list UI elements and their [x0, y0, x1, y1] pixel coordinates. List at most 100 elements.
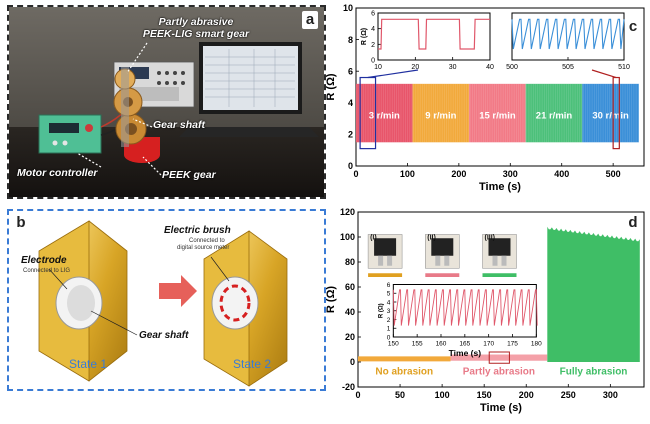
panel-letter: a: [302, 11, 318, 29]
roman-label: (III): [484, 235, 495, 242]
photo-shaft: [378, 255, 384, 266]
y-tick-label: 0: [387, 334, 391, 341]
speed-label-3: 15 r/min: [479, 111, 516, 122]
x-axis-label: Time (s): [480, 402, 522, 414]
y-tick-label: 80: [345, 257, 355, 267]
state1-gear: [38, 220, 128, 382]
panel-letter: d: [625, 214, 641, 232]
x-tick-label: 165: [459, 341, 470, 348]
x-tick-label: 40: [486, 64, 494, 71]
label-brush-sub-1: Connected to: [189, 238, 225, 244]
photo-shaft: [387, 255, 393, 266]
x-tick-label: 250: [561, 390, 576, 400]
x-tick-label: 100: [400, 169, 415, 179]
label-brush-sub-2: digital source meter: [177, 245, 230, 251]
y-tick-label: 4: [348, 98, 353, 108]
y-tick-label: 4: [387, 299, 391, 306]
roman-label: (II): [427, 235, 436, 242]
x-tick-label: 50: [395, 390, 405, 400]
x-tick-label: 505: [562, 64, 574, 71]
x-tick-label: 150: [388, 341, 399, 348]
y-tick-label: 2: [371, 42, 375, 49]
y-tick-label: 0: [371, 57, 375, 64]
y-tick-label: 5: [387, 291, 391, 298]
speed-label-4: 21 r/min: [536, 111, 573, 122]
y-tick-label: 6: [348, 66, 353, 76]
schematic: [38, 220, 288, 387]
speed-label-2: 9 r/min: [425, 111, 456, 122]
x-tick-label: 170: [483, 341, 494, 348]
speed-label-5: 30 r/min: [592, 111, 629, 122]
y-tick-label: 100: [340, 232, 355, 242]
photo-shaft: [444, 255, 450, 266]
inset-bg: [378, 13, 490, 60]
y-axis-label: R (Ω): [326, 73, 337, 100]
gear-title: Partly abrasive PEEK-LIG smart gear: [121, 16, 271, 40]
x-axis-label: Time (s): [479, 181, 521, 193]
laptop: [179, 42, 319, 137]
y-tick-label: 0: [348, 161, 353, 171]
x-tick-label: 400: [554, 169, 569, 179]
x-tick-label: 100: [435, 390, 450, 400]
region-label-1: No abrasion: [375, 367, 433, 378]
series-2: [450, 354, 548, 361]
y-tick-label: 4: [371, 26, 375, 33]
roman-label: (I): [370, 235, 377, 242]
x-tick-label: 500: [506, 64, 518, 71]
speed-label-1: 3 r/min: [369, 111, 400, 122]
y-tick-label: 10: [343, 3, 353, 13]
y-tick-label: 0: [350, 357, 355, 367]
series-1: [358, 356, 451, 362]
x-tick-label: 500: [606, 169, 621, 179]
transition-arrow: [159, 275, 197, 307]
y-axis-label: R (Ω): [326, 286, 337, 313]
speed-segment-4: [525, 83, 583, 143]
y-tick-label: 60: [345, 282, 355, 292]
y-tick-label: 2: [387, 317, 391, 324]
label-electric-brush: Electric brush: [164, 225, 231, 236]
label-state2: State 2: [233, 357, 272, 371]
state2-gear: [203, 230, 288, 387]
label-gear-shaft: Gear shaft: [153, 119, 205, 131]
y-tick-label: 6: [371, 10, 375, 17]
photo-gear: [488, 238, 511, 256]
x-tick-label: 30: [449, 64, 457, 71]
photo-color-bar: [368, 273, 403, 277]
label-electrode: Electrode: [21, 255, 67, 266]
speed-segment-2: [412, 83, 470, 143]
zoom-arrow-right: [591, 69, 617, 79]
inset-left-line: [378, 18, 490, 50]
x-tick-label: 155: [412, 341, 423, 348]
panel-letter: c: [625, 18, 641, 36]
y-tick-label: 8: [348, 35, 353, 45]
y-tick-label: 20: [345, 332, 355, 342]
x-tick-label: 300: [503, 169, 518, 179]
gear-title-line-2: PEEK-LIG smart gear: [142, 28, 250, 40]
inset-right-line: [511, 18, 625, 50]
speed-segment-5: [582, 83, 639, 143]
label-motor-controller: Motor controller: [17, 167, 98, 179]
plot-frame: [357, 211, 645, 388]
y-tick-label: 3: [387, 308, 391, 315]
panel-a: a Partly abrasive PEEK-LIG smart gear Ge…: [7, 5, 326, 199]
y-tick-label: 40: [345, 307, 355, 317]
speed-segment-1: [356, 83, 413, 143]
photo-shaft: [492, 255, 498, 266]
x-tick-label: 200: [451, 169, 466, 179]
region-label-3: Fully abrasion: [560, 367, 628, 378]
region-label-2: Partly abrasion: [463, 367, 535, 378]
x-tick-label: 160: [436, 341, 447, 348]
x-axis-label: Time (s): [449, 348, 482, 358]
gear-title-line-1: Partly abrasive: [158, 16, 234, 28]
y-tick-label: 2: [348, 130, 353, 140]
x-tick-label: 200: [519, 390, 534, 400]
zoom-box-d: [488, 351, 510, 364]
y-axis-label: R (Ω): [378, 303, 384, 318]
label-state1: State 1: [69, 357, 108, 371]
y-tick-label: 120: [340, 207, 355, 217]
motor-controller-device: [38, 114, 102, 154]
panel-letter: b: [13, 214, 29, 232]
x-tick-label: 175: [507, 341, 518, 348]
